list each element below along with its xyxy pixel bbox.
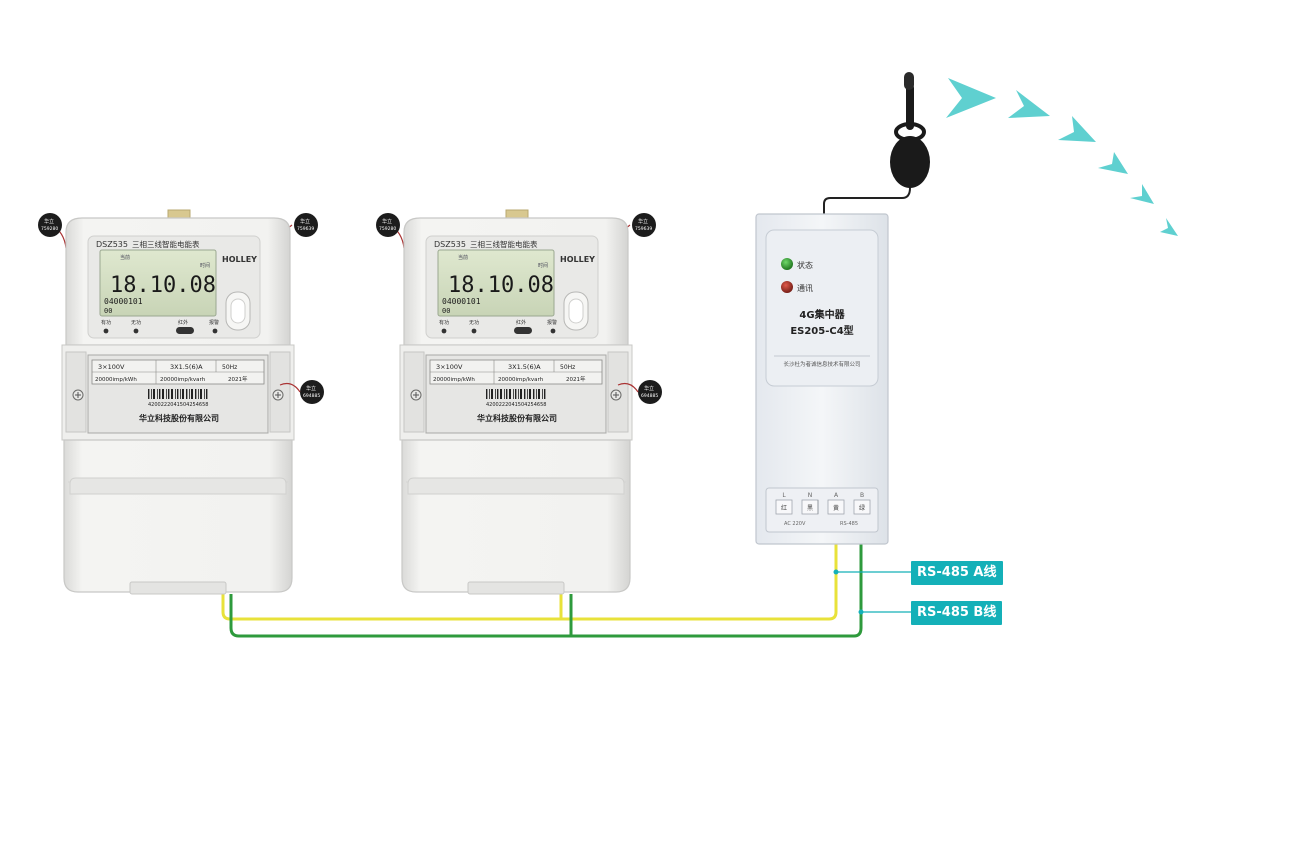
seal-tr-brand: 华立 bbox=[300, 218, 310, 225]
terminal-char-red: 红 bbox=[781, 504, 787, 512]
status-label-infrared: 红外 bbox=[516, 319, 526, 326]
seal-top-right bbox=[632, 213, 656, 237]
barcode-graphic bbox=[486, 389, 546, 399]
rs485-a-label: RS-485 A线 bbox=[911, 561, 1003, 585]
spec-constant-active: 20000imp/kWh bbox=[95, 377, 137, 383]
manufacturer-name: 华立科技股份有限公司 bbox=[139, 413, 219, 423]
meter-title: 三相三线智能电能表 bbox=[132, 239, 200, 249]
seal-r-number: 694885 bbox=[303, 393, 320, 399]
seal-tl-brand: 华立 bbox=[382, 218, 392, 225]
spec-frequency: 50Hz bbox=[560, 364, 575, 371]
meter-title: 三相三线智能电能表 bbox=[470, 239, 538, 249]
spec-frequency: 50Hz bbox=[222, 364, 237, 371]
seal-tr-number: 759639 bbox=[297, 226, 314, 232]
spec-constant-active: 20000imp/kWh bbox=[433, 377, 475, 383]
signal-arrow-icon bbox=[1008, 90, 1050, 118]
rs485-wires bbox=[221, 542, 912, 638]
status-label-alarm: 报警 bbox=[209, 319, 219, 326]
concentrator-4g bbox=[755, 213, 889, 545]
seal-r-brand: 华立 bbox=[644, 385, 654, 392]
status-label-active: 有功 bbox=[101, 319, 111, 326]
status-led bbox=[781, 258, 793, 270]
seal-tr-number: 759639 bbox=[635, 226, 652, 232]
status-label-reactive: 无功 bbox=[469, 319, 479, 326]
signal-arrow-icon bbox=[1098, 152, 1128, 174]
spec-voltage: 3×100V bbox=[436, 363, 463, 371]
spec-current: 3X1.5(6)A bbox=[508, 363, 541, 371]
status-label-reactive: 无功 bbox=[131, 319, 141, 326]
spec-constant-reactive: 20000imp/kvarh bbox=[498, 377, 544, 383]
terminal-char-green: 绿 bbox=[859, 504, 865, 512]
concentrator-model: ES205-C4型 bbox=[790, 324, 853, 337]
lcd-label-top: 当前 bbox=[458, 254, 468, 261]
terminal-char-yellow: 黄 bbox=[833, 504, 839, 512]
signal-arrow-icon bbox=[1130, 184, 1154, 204]
spec-voltage: 3×100V bbox=[98, 363, 125, 371]
meter-model: DSZ535 bbox=[434, 240, 466, 249]
lcd-main-reading: 18.10.08 bbox=[448, 273, 554, 298]
meter-texts: DSZ535 三相三线智能电能表 HOLLEY 当前 时间 18.10.08 0… bbox=[41, 218, 658, 423]
terminal-note-power: AC 220V bbox=[784, 521, 806, 527]
status-label-infrared: 红外 bbox=[178, 319, 188, 326]
manufacturer-name: 华立科技股份有限公司 bbox=[477, 413, 557, 423]
seal-r-brand: 华立 bbox=[306, 385, 316, 392]
comm-led-label: 通讯 bbox=[797, 283, 813, 293]
concentrator-company: 长沙杜为者诚信息技术有限公司 bbox=[783, 360, 860, 368]
signal-arrow-icon bbox=[1058, 116, 1096, 142]
meter-brand-logo: HOLLEY bbox=[222, 255, 257, 264]
spec-current: 3X1.5(6)A bbox=[170, 363, 203, 371]
lcd-main-reading: 18.10.08 bbox=[110, 273, 216, 298]
seal-top-left bbox=[376, 213, 400, 237]
antenna bbox=[823, 72, 930, 214]
lcd-sub-reading-2: 00 bbox=[442, 307, 450, 315]
concentrator-texts: 状态 通讯 4G集中器 ES205-C4型 长沙杜为者诚信息技术有限公司 L N… bbox=[781, 260, 865, 527]
meter-brand-logo: HOLLEY bbox=[560, 255, 595, 264]
meter-1 bbox=[38, 209, 324, 595]
status-label-active: 有功 bbox=[439, 319, 449, 326]
seal-tl-brand: 华立 bbox=[44, 218, 54, 225]
signal-arrow-icon bbox=[1160, 218, 1178, 236]
lcd-sub-reading-2: 00 bbox=[104, 307, 112, 315]
seal-tr-brand: 华立 bbox=[638, 218, 648, 225]
terminal-letter-a: A bbox=[834, 492, 839, 499]
lcd-sub-reading: 04000101 bbox=[442, 297, 481, 306]
seal-tl-number: 759280 bbox=[41, 226, 58, 232]
seal-right bbox=[279, 380, 324, 404]
barcode-number: 4200222041504254658 bbox=[148, 402, 208, 408]
antenna-cable bbox=[823, 180, 911, 214]
seal-tl-number: 759280 bbox=[379, 226, 396, 232]
rs485-b-label: RS-485 B线 bbox=[911, 601, 1003, 625]
terminal-letter-n: N bbox=[808, 492, 813, 499]
terminal-letter-b: B bbox=[860, 492, 864, 499]
spec-year: 2021年 bbox=[228, 375, 248, 383]
lcd-label-right: 时间 bbox=[200, 262, 210, 269]
wire-a-yellow bbox=[221, 542, 838, 621]
seal-r-number: 694885 bbox=[641, 393, 658, 399]
wireless-signal-arrows bbox=[946, 78, 1178, 236]
lcd-sub-reading: 04000101 bbox=[104, 297, 143, 306]
label-b-dot bbox=[858, 609, 864, 615]
spec-year: 2021年 bbox=[566, 375, 586, 383]
terminal-note-rs485: RS-485 bbox=[840, 521, 858, 527]
barcode-graphic bbox=[148, 389, 208, 399]
barcode-number: 4200222041504254658 bbox=[486, 402, 546, 408]
seal-right bbox=[617, 380, 662, 404]
terminal-char-black: 黑 bbox=[807, 505, 813, 512]
lcd-label-right: 时间 bbox=[538, 262, 548, 269]
terminal-letter-l: L bbox=[782, 492, 786, 499]
status-label-alarm: 报警 bbox=[547, 319, 557, 326]
status-led-label: 状态 bbox=[797, 260, 813, 270]
signal-arrow-icon bbox=[946, 78, 996, 118]
meter-2 bbox=[376, 209, 662, 595]
concentrator-title: 4G集中器 bbox=[799, 308, 845, 321]
label-a-dot bbox=[833, 569, 839, 575]
seal-top-left bbox=[38, 213, 62, 237]
seal-top-right bbox=[294, 213, 318, 237]
lcd-label-top: 当前 bbox=[120, 254, 130, 261]
wire-b-green bbox=[229, 542, 863, 638]
spec-constant-reactive: 20000imp/kvarh bbox=[160, 377, 206, 383]
comm-led bbox=[781, 281, 793, 293]
meter-model: DSZ535 bbox=[96, 240, 128, 249]
